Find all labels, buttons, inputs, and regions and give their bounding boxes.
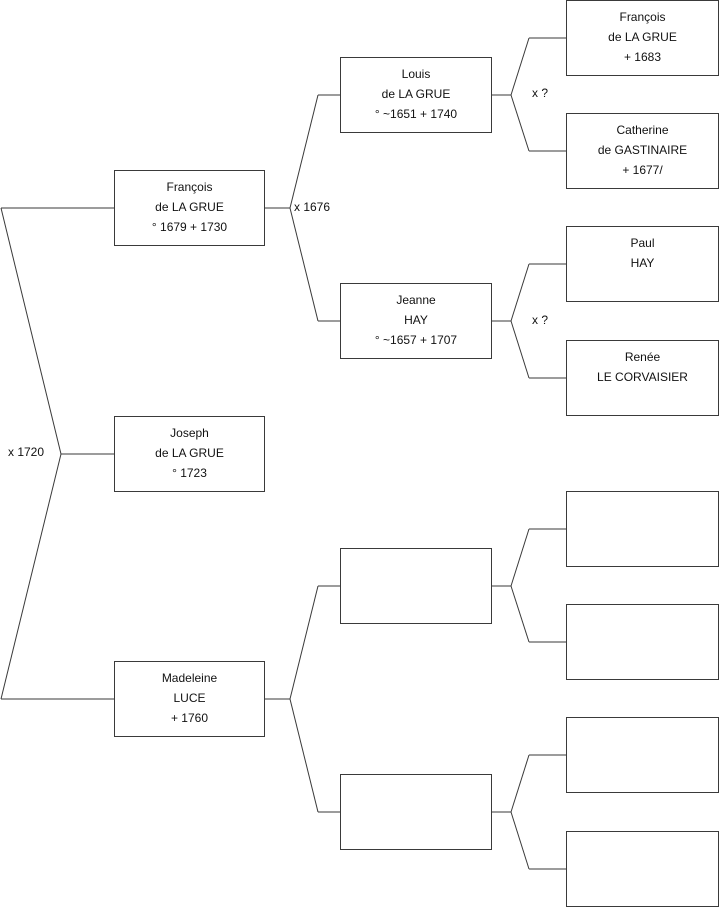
person-box-maternal-grandmother[interactable] (340, 774, 492, 850)
person-box-root[interactable]: Joseph de LA GRUE ° 1723 (114, 416, 265, 492)
person-box-mother[interactable]: Madeleine LUCE + 1760 (114, 661, 265, 737)
marriage-label-great-grandparents-2: x ? (532, 313, 549, 327)
connector-line (289, 698, 319, 813)
person-name-line: HAY (404, 313, 428, 327)
person-name-line: Madeleine (161, 671, 218, 685)
marriage-label-parents: x 1720 (8, 445, 45, 459)
person-date-line: + 1677/ (622, 163, 663, 177)
person-name-line: Joseph (170, 426, 209, 440)
connector-line (0, 453, 62, 700)
person-name-line: François (619, 10, 666, 24)
person-name-line: de LA GRUE (155, 446, 224, 460)
person-box-maternal-grandfather[interactable] (340, 548, 492, 624)
person-name-line: de GASTINAIRE (597, 143, 688, 157)
person-name-line: Jeanne (396, 293, 436, 307)
person-name-line: Renée (624, 350, 661, 364)
person-date-line: ° ~1651 + 1740 (374, 107, 458, 121)
connector-line (510, 37, 530, 96)
person-name-line: de LA GRUE (381, 87, 451, 101)
person-name-line: LE CORVAISIER (597, 370, 688, 384)
connector-line (289, 94, 319, 209)
person-date-line: ° ~1657 + 1707 (374, 333, 458, 347)
person-date-line: ° 1723 (172, 466, 207, 480)
connector-line (510, 263, 530, 322)
person-name-line: LUCE (173, 691, 206, 705)
person-name-line: HAY (630, 256, 655, 270)
person-box-great-grandfather-3[interactable] (566, 491, 719, 567)
connector-line (289, 585, 319, 700)
person-name-line: de LA GRUE (608, 30, 677, 44)
marriage-label-great-grandparents-1: x ? (532, 86, 549, 100)
person-box-great-grandmother-2[interactable]: Renée LE CORVAISIER (566, 340, 719, 416)
marriage-label-paternal-grandparents: x 1676 (294, 200, 331, 214)
person-name-line: Paul (630, 236, 655, 250)
connector-line (510, 528, 530, 587)
person-box-great-grandmother-1[interactable]: Catherine de GASTINAIRE + 1677/ (566, 113, 719, 189)
connector-line (510, 94, 530, 152)
person-box-great-grandmother-4[interactable] (566, 831, 719, 907)
person-date-line: ° 1679 + 1730 (151, 220, 228, 234)
person-name-line: Catherine (616, 123, 669, 137)
person-name-line: de LA GRUE (155, 200, 224, 214)
connector-line (510, 811, 530, 870)
connector-line (289, 207, 319, 322)
person-box-great-grandmother-3[interactable] (566, 604, 719, 680)
person-box-paternal-grandmother[interactable]: Jeanne HAY ° ~1657 + 1707 (340, 283, 492, 359)
person-box-great-grandfather-1[interactable]: François de LA GRUE + 1683 (566, 0, 719, 76)
person-name-line: Louis (401, 67, 431, 81)
person-box-great-grandfather-2[interactable]: Paul HAY (566, 226, 719, 302)
connector-line (510, 585, 530, 643)
person-name-line: François (166, 180, 213, 194)
person-box-great-grandfather-4[interactable] (566, 717, 719, 793)
connector-line (510, 754, 530, 813)
connector-line (510, 320, 530, 379)
person-date-line: + 1760 (170, 711, 209, 725)
person-box-father[interactable]: François de LA GRUE ° 1679 + 1730 (114, 170, 265, 246)
connector-line (0, 207, 62, 455)
person-date-line: + 1683 (623, 50, 662, 64)
person-box-paternal-grandfather[interactable]: Louis de LA GRUE ° ~1651 + 1740 (340, 57, 492, 133)
